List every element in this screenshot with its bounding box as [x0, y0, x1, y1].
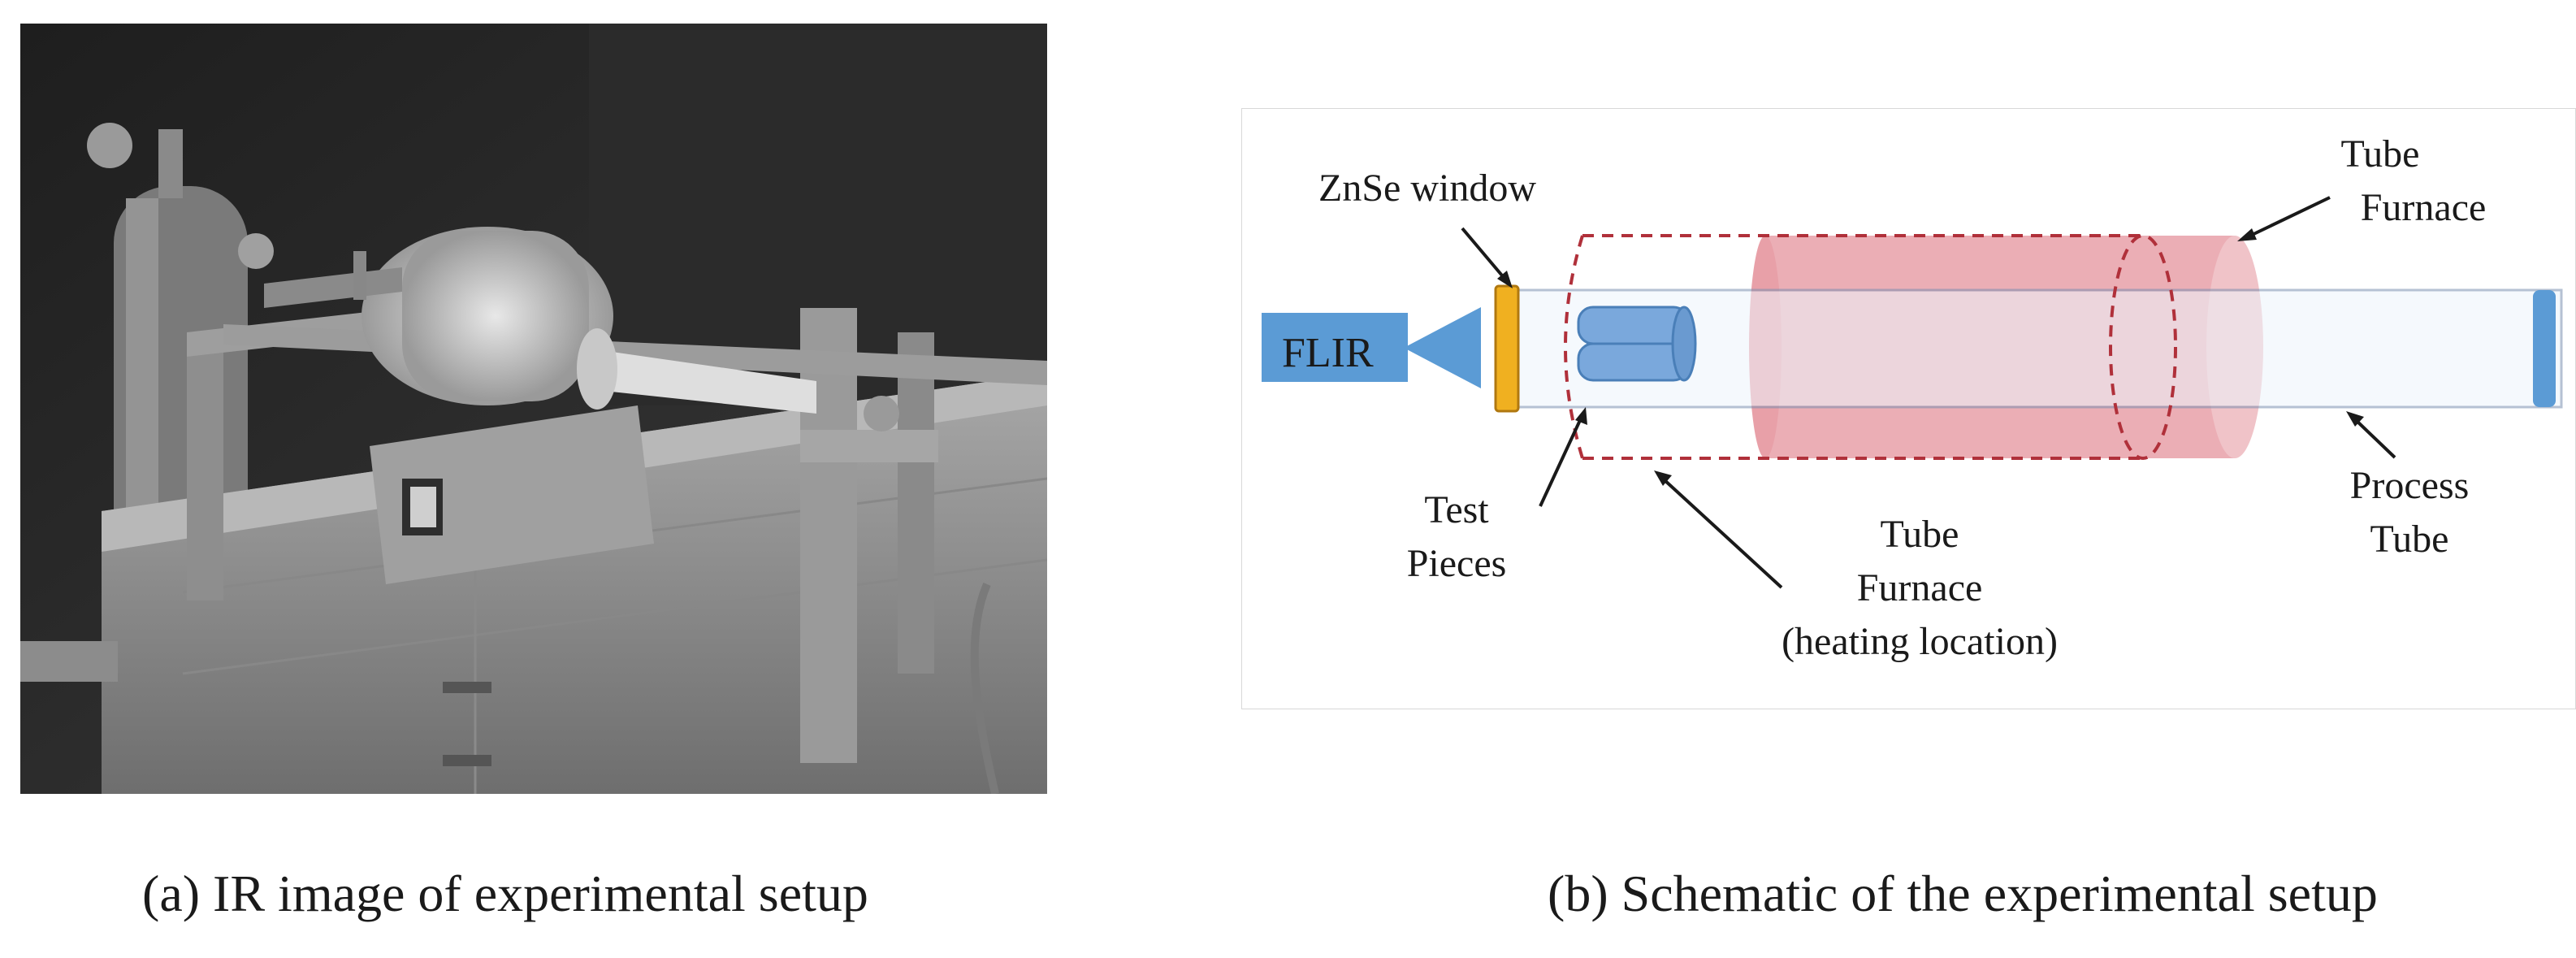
test-pieces — [1577, 306, 1697, 382]
heating-label-line2: Furnace — [1857, 566, 1983, 609]
schematic-labels: ZnSe window Tube Furnace Test Pieces Tub… — [1318, 132, 2486, 663]
ir-photo-panel — [20, 24, 1048, 795]
valves — [238, 233, 899, 431]
process-tube-label-line1: Process — [2350, 464, 2470, 507]
flir-camera: FLIR — [1262, 307, 1481, 388]
ir-photo — [20, 24, 1048, 795]
tube-furnace-label-line1: Tube — [2341, 132, 2420, 176]
heating-label-line1: Tube — [1881, 513, 1959, 556]
support-stands — [187, 300, 938, 763]
furnace-base — [370, 405, 654, 584]
test-pieces-label-line1: Test — [1424, 488, 1489, 531]
flir-label: FLIR — [1282, 330, 1374, 376]
znse-window-label: ZnSe window — [1318, 167, 1536, 210]
hot-furnace — [362, 227, 816, 414]
process-tube-label-line2: Tube — [2370, 518, 2449, 561]
tube-furnace-label-line2: Furnace — [2361, 186, 2487, 229]
schematic-panel: FLIR ZnSe window Tube Furnace Test Piece… — [1240, 107, 2576, 710]
znse-window — [1494, 284, 1520, 413]
test-pieces-label-line2: Pieces — [1407, 542, 1507, 585]
schematic-diagram: FLIR ZnSe window Tube Furnace Test Piece… — [1240, 107, 2576, 710]
caption-a: (a) IR image of experimental setup — [142, 865, 868, 922]
leader-arrows — [1461, 196, 2396, 589]
heating-label-line3: (heating location) — [1782, 620, 2058, 663]
caption-b: (b) Schematic of the experimental setup — [1548, 865, 2378, 922]
